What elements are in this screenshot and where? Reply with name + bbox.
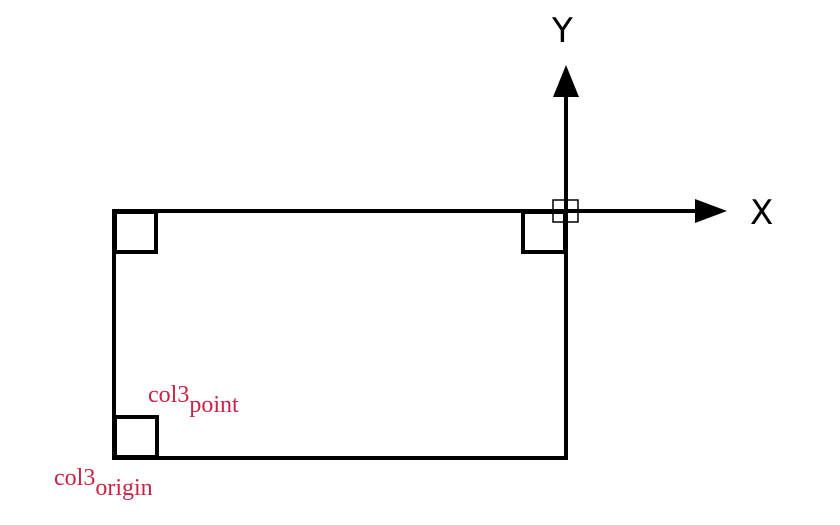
col3-origin-subscript: origin (95, 475, 153, 501)
rectangle (112, 209, 568, 460)
col3-point-label: col3point (148, 382, 239, 417)
corner-square-top-right (521, 210, 567, 254)
corner-square-top-left (113, 210, 158, 254)
x-axis-label: X (750, 193, 774, 233)
origin-marker-square (552, 199, 579, 223)
col3-point-subscript: point (189, 392, 239, 418)
col3-origin-label: col3origin (54, 465, 153, 500)
y-axis-label: Y (552, 11, 573, 51)
y-axis-arrowhead (553, 65, 579, 97)
col3-point-base: col3 (148, 382, 190, 408)
corner-square-bottom-left (113, 415, 159, 459)
x-axis-arrowhead (695, 199, 727, 223)
col3-origin-base: col3 (54, 465, 96, 491)
